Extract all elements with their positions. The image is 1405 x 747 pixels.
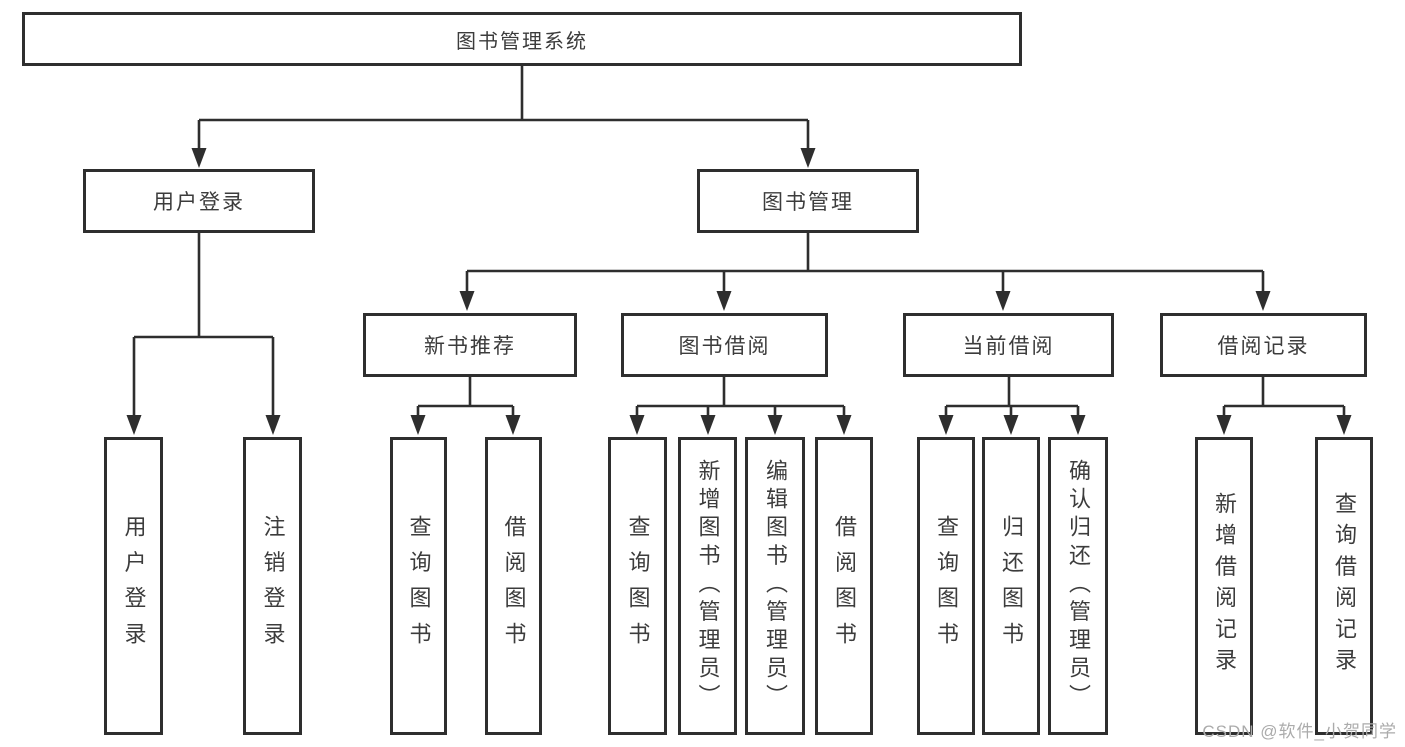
node-book-management: 图书管理 <box>697 169 919 233</box>
leaf-bb-edit-books-admin: 编辑图书（管理员） <box>745 437 805 735</box>
leaf-user-login-label: 用户登录 <box>121 514 147 658</box>
leaf-bb-add-books-admin-label: 新增图书（管理员） <box>695 459 721 713</box>
leaf-bb-query-books-label: 查询图书 <box>625 514 651 658</box>
leaf-bb-borrow-books-label: 借阅图书 <box>832 514 857 658</box>
leaf-cb-return-books-label: 归还图书 <box>999 514 1024 658</box>
node-user-login: 用户登录 <box>83 169 315 233</box>
node-book-borrow: 图书借阅 <box>621 313 828 377</box>
leaf-nbr-query-books-label: 查询图书 <box>406 514 432 658</box>
leaf-cb-return-books: 归还图书 <box>982 437 1040 735</box>
leaf-logout: 注销登录 <box>243 437 302 735</box>
leaf-cb-confirm-return-admin: 确认归还（管理员） <box>1048 437 1108 735</box>
node-root: 图书管理系统 <box>22 12 1022 66</box>
leaf-br-query-record: 查询借阅记录 <box>1315 437 1373 735</box>
watermark: CSDN @软件_小贺同学 <box>1202 722 1397 741</box>
leaf-user-login: 用户登录 <box>104 437 163 735</box>
leaf-nbr-borrow-books-label: 借阅图书 <box>501 514 527 658</box>
leaf-br-add-record-label: 新增借阅记录 <box>1212 492 1237 680</box>
leaf-cb-confirm-return-admin-label: 确认归还（管理员） <box>1066 459 1091 713</box>
leaf-bb-add-books-admin: 新增图书（管理员） <box>678 437 737 735</box>
leaf-nbr-borrow-books: 借阅图书 <box>485 437 542 735</box>
leaf-br-add-record: 新增借阅记录 <box>1195 437 1253 735</box>
leaf-nbr-query-books: 查询图书 <box>390 437 447 735</box>
node-borrow-records: 借阅记录 <box>1160 313 1367 377</box>
leaf-br-query-record-label: 查询借阅记录 <box>1332 492 1357 680</box>
node-new-book-recommend: 新书推荐 <box>363 313 577 377</box>
leaf-logout-label: 注销登录 <box>260 514 286 658</box>
leaf-bb-edit-books-admin-label: 编辑图书（管理员） <box>763 459 788 713</box>
leaf-bb-query-books: 查询图书 <box>608 437 667 735</box>
leaf-cb-query-books: 查询图书 <box>917 437 975 735</box>
leaf-cb-query-books-label: 查询图书 <box>934 514 959 658</box>
node-current-borrow: 当前借阅 <box>903 313 1114 377</box>
arrowheads <box>126 148 1352 435</box>
leaf-bb-borrow-books: 借阅图书 <box>815 437 873 735</box>
